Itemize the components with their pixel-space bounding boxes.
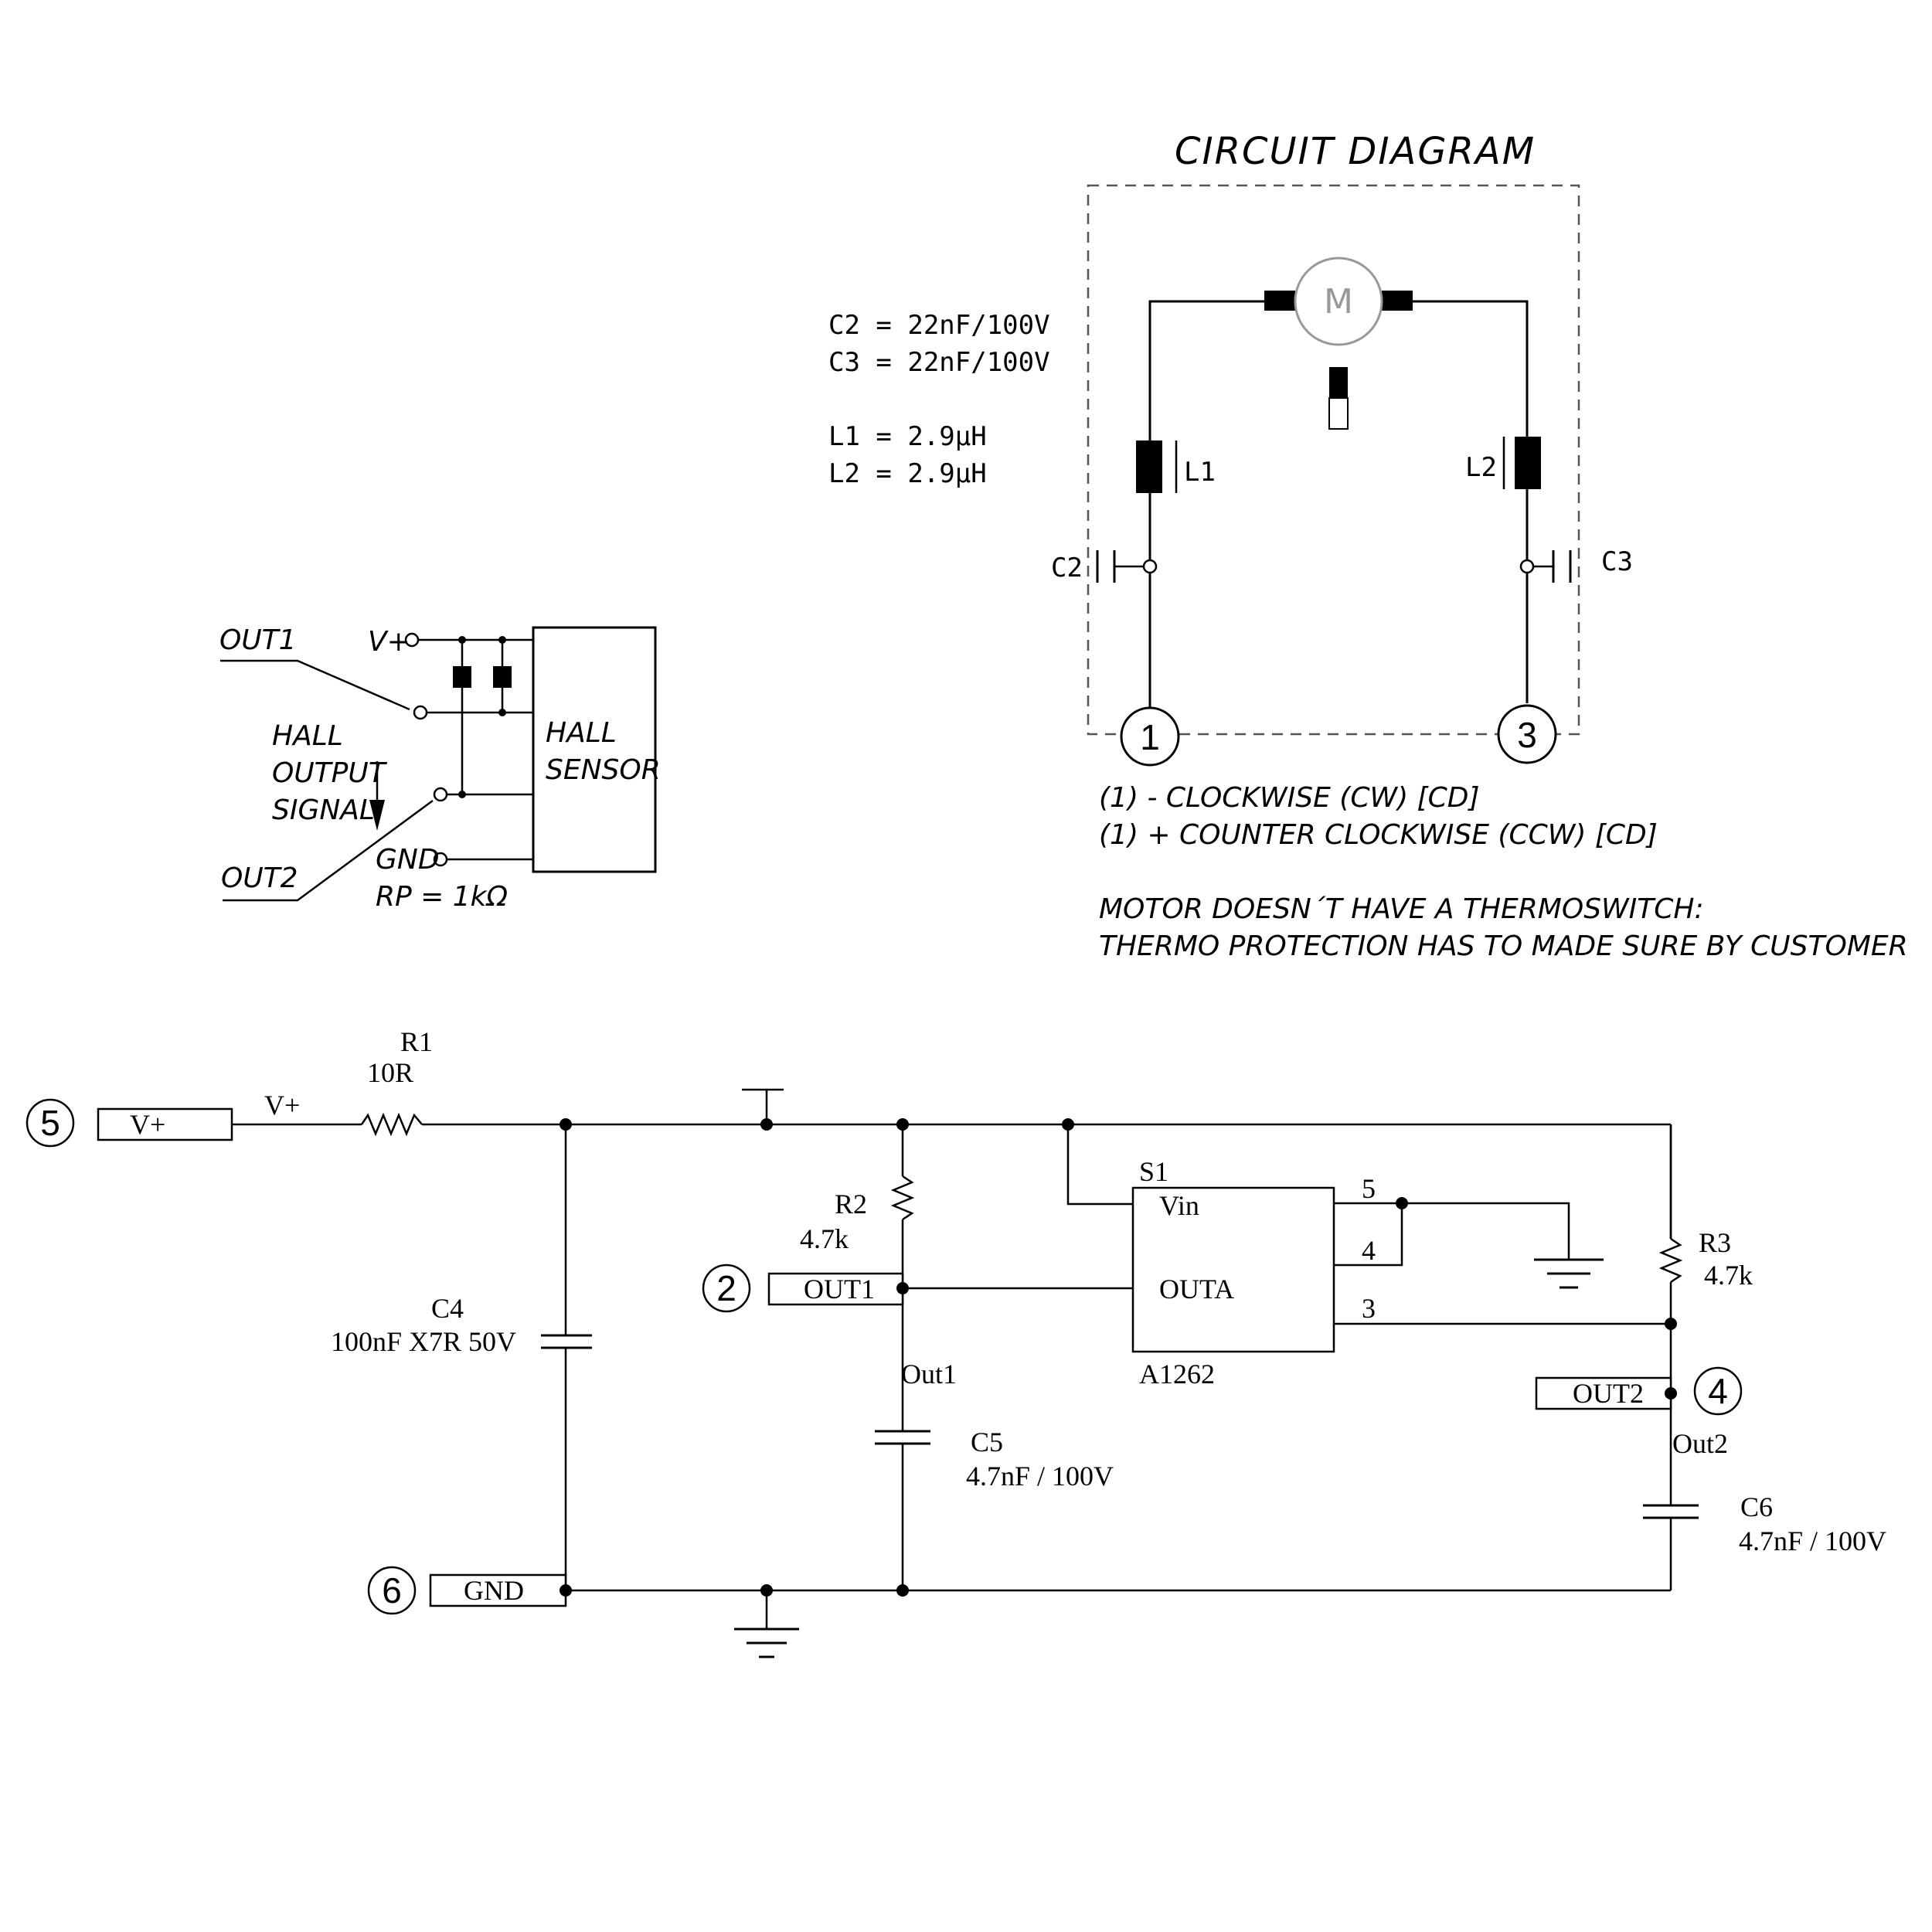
motor-label: M [1324, 282, 1353, 321]
note-thermo-protection: THERMO PROTECTION HAS TO MADE SURE BY CU… [1099, 930, 1908, 962]
signal-arrow-head [369, 800, 385, 831]
diagram-title: CIRCUIT DIAGRAM [1175, 130, 1536, 173]
pin-2-label: 2 [716, 1268, 736, 1308]
vplus-net-label: V+ [264, 1090, 300, 1121]
c2-node [1142, 559, 1158, 574]
hall-signal-label-2: OUTPUT [272, 757, 388, 789]
out1-leader-line [220, 659, 410, 711]
resistor-r2 [890, 1175, 915, 1221]
ic-pin-5: 5 [1362, 1173, 1376, 1204]
c4-label: C4 [431, 1293, 464, 1324]
note-thermoswitch: MOTOR DOESN´T HAVE A THERMOSWITCH: [1099, 893, 1704, 925]
ground-symbol-main [734, 1628, 799, 1658]
pin-4-label: 4 [1708, 1371, 1728, 1411]
hall-gnd-label: GND [376, 844, 440, 876]
motor-terminal-3 [1497, 704, 1557, 764]
vplus-port-label: V+ [130, 1109, 165, 1140]
capacitor-c2-label: C2 [1051, 553, 1083, 583]
pullup-resistor-1 [453, 666, 471, 688]
inductor-l2-label: L2 [1465, 452, 1497, 483]
inductor-l1 [1136, 440, 1162, 493]
out1-net-label: Out1 [901, 1359, 957, 1389]
motor-direction-indicator-off [1328, 397, 1349, 430]
motor-terminal-3-label: 3 [1517, 715, 1537, 755]
ground-symbol-ic [1534, 1258, 1604, 1289]
r3-value: 4.7k [1704, 1260, 1753, 1291]
c6-value: 4.7nF / 100V [1739, 1526, 1886, 1556]
motor-direction-indicator [1329, 367, 1348, 398]
hall-sensor-box [532, 626, 657, 873]
hall-sensor-label-1: HALL [546, 717, 617, 749]
pin-4-marker [1693, 1366, 1743, 1416]
ic-a1262 [1131, 1186, 1335, 1353]
hall-sensor-circuit: HALL SENSOR V+ GND RP = 1kΩ OUT1 OUT2 [219, 624, 661, 913]
out2-leader-line [223, 799, 434, 902]
r2-label: R2 [835, 1189, 867, 1219]
inductor-l2 [1515, 437, 1541, 489]
hall-signal-label-1: HALL [272, 720, 343, 752]
component-ratings: C2 = 22nF/100V C3 = 22nF/100V L1 = 2.9µH… [828, 310, 1050, 489]
r1-value: 10R [367, 1057, 413, 1088]
resistor-r1 [360, 1112, 423, 1137]
pin-5-label: 5 [40, 1103, 60, 1143]
r1-label: R1 [400, 1026, 433, 1057]
rating-c2: C2 = 22nF/100V [828, 310, 1050, 341]
c5-label: C5 [971, 1427, 1003, 1458]
ic-vin-label: Vin [1159, 1190, 1199, 1221]
motor-symbol [1294, 257, 1383, 346]
c4-value: 100nF X7R 50V [331, 1326, 516, 1357]
rating-c3: C3 = 22nF/100V [828, 347, 1050, 378]
motor-housing-outline [1087, 184, 1580, 736]
out1-port-label: OUT1 [804, 1274, 875, 1304]
motor-terminal-1 [1120, 706, 1180, 767]
note-clockwise: (1) - CLOCKWISE (CW) [CD] [1099, 782, 1480, 814]
pin-6-label: 6 [382, 1570, 402, 1611]
hall-vplus-label: V+ [368, 626, 410, 658]
gnd-port-label: GND [464, 1575, 524, 1606]
out2-net-label: Out2 [1672, 1428, 1728, 1459]
pin-5-marker [26, 1098, 75, 1148]
hall-out2-label: OUT2 [221, 862, 298, 894]
ic-pin-3: 3 [1362, 1293, 1376, 1324]
ic-ref-label: S1 [1139, 1156, 1168, 1187]
note-counter-clockwise: (1) + COUNTER CLOCKWISE (CCW) [CD] [1099, 819, 1658, 851]
out2-port-label: OUT2 [1573, 1378, 1644, 1409]
motor-brush-left [1264, 291, 1295, 311]
resistor-r3 [1658, 1237, 1683, 1284]
c3-node [1519, 559, 1535, 574]
motor-wire-left [1148, 300, 1264, 723]
r2-value: 4.7k [800, 1223, 849, 1254]
motor-terminal-1-label: 1 [1140, 717, 1160, 757]
pin-6-marker [367, 1566, 417, 1615]
hall-out1-label: OUT1 [219, 624, 297, 656]
c6-label: C6 [1740, 1492, 1773, 1522]
inductor-l1-label: L1 [1184, 457, 1216, 488]
hall-out2-terminal [433, 787, 448, 802]
capacitor-c3-label: C3 [1601, 546, 1633, 577]
hall-out1-terminal [413, 705, 428, 720]
motor-wire-right [1413, 300, 1529, 703]
driver-schematic: 5 V+ V+ R1 10R C4 100nF X7R 50V R2 4.7k [26, 1026, 1886, 1658]
rating-l2: L2 = 2.9µH [828, 458, 987, 489]
pullup-resistor-2 [493, 666, 512, 688]
r3-label: R3 [1699, 1227, 1731, 1258]
ic-outa-label: OUTA [1159, 1274, 1234, 1304]
hall-rp-label: RP = 1kΩ [376, 881, 509, 913]
ic-pin-4: 4 [1362, 1235, 1376, 1266]
hall-sensor-label-2: SENSOR [546, 754, 661, 786]
rating-l1: L1 = 2.9µH [828, 421, 987, 452]
c5-value: 4.7nF / 100V [966, 1461, 1114, 1492]
hall-signal-label-3: SIGNAL [272, 794, 375, 826]
ic-part-label: A1262 [1139, 1359, 1215, 1389]
out2-port [1535, 1376, 1672, 1410]
vplus-port [97, 1107, 233, 1141]
motor-brush-right [1382, 291, 1413, 311]
pin-2-marker [702, 1264, 751, 1313]
motor-circuit: M L1 L2 C2 C3 1 3 (1) - CLOCKWISE (CW) [… [1051, 184, 1908, 962]
